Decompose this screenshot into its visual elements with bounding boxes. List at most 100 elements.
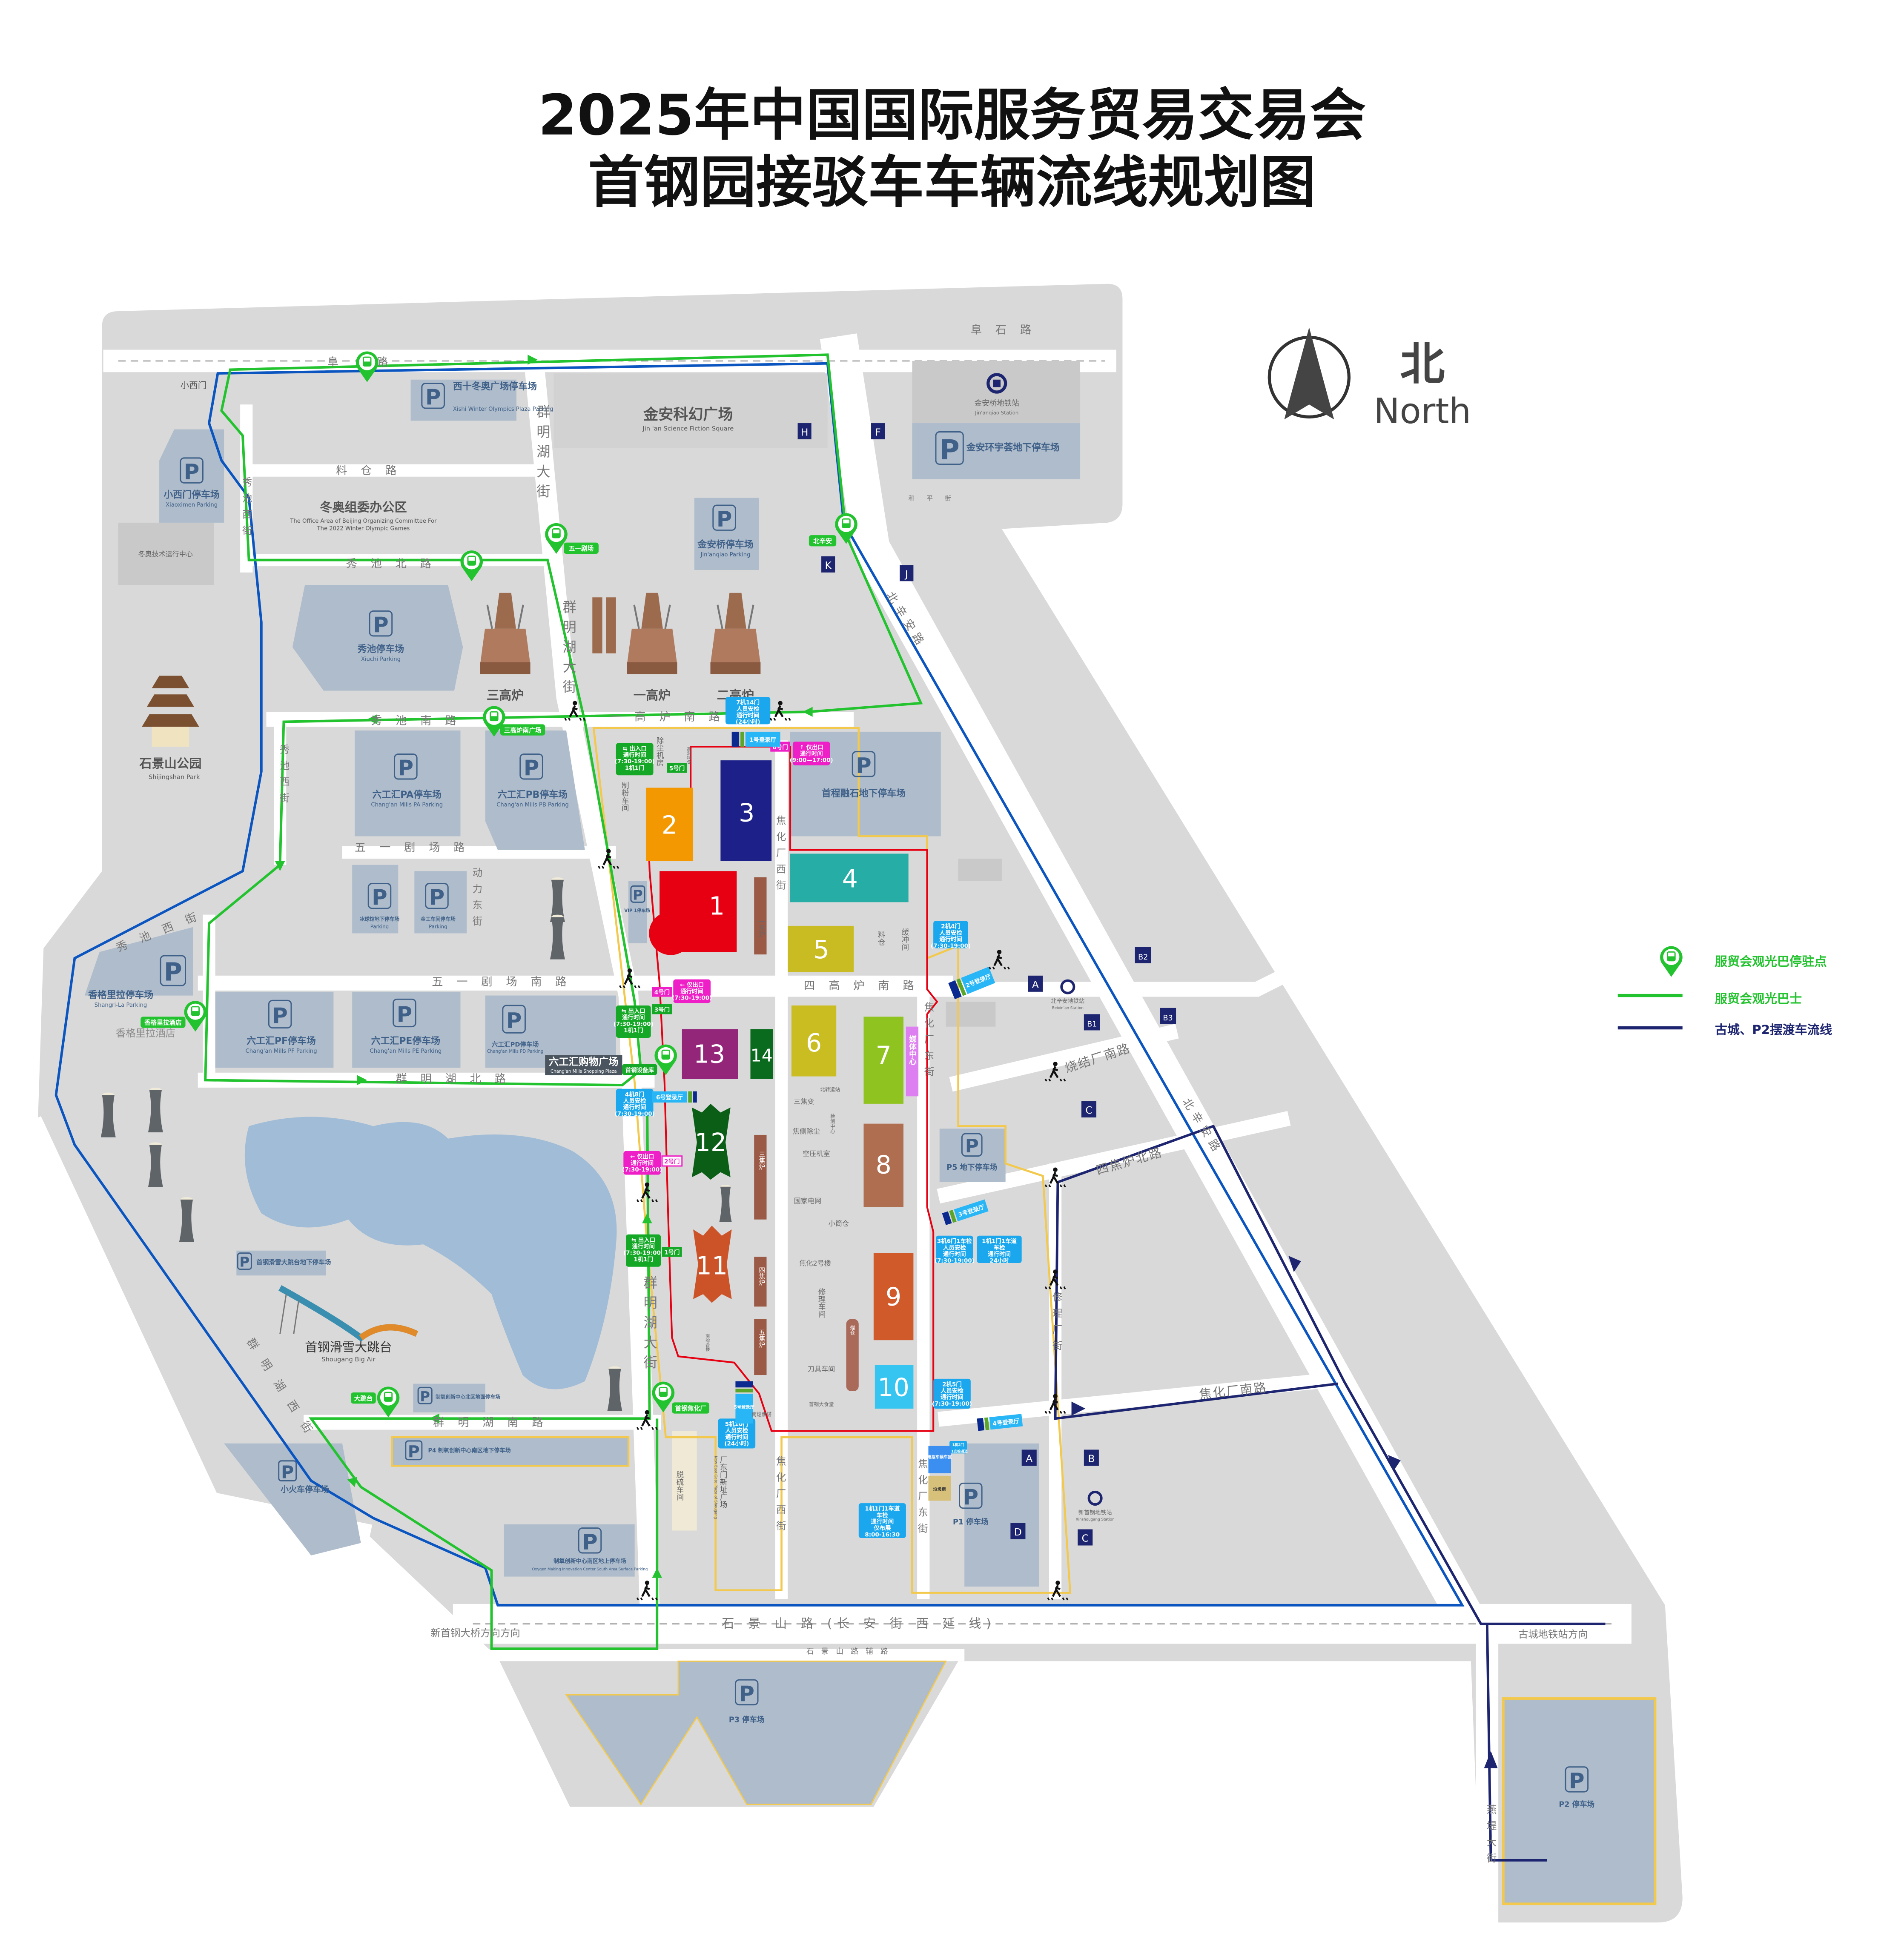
- bus-stop-label-shangrila[interactable]: 香格里拉酒店: [144, 1019, 182, 1026]
- svg-text:2: 2: [662, 811, 677, 840]
- title-line-1: 2025年中国国际服务贸易交易会: [538, 83, 1366, 148]
- svg-text:制粉车间: 制粉车间: [620, 782, 629, 812]
- svg-text:Chang'an Mills PF Parking: Chang'an Mills PF Parking: [246, 1048, 317, 1054]
- gate-line: 通行时间: [737, 712, 760, 719]
- svg-text:三焦变: 三焦变: [794, 1097, 814, 1106]
- svg-text:11: 11: [696, 1251, 728, 1280]
- gate-line: 人员安检: [943, 1244, 966, 1251]
- gate-2-5: 2机5门人员安检通行时间(7:30-19:00): [932, 1381, 972, 1407]
- hall-10: 10: [875, 1365, 914, 1409]
- svg-text:刀具车间: 刀具车间: [808, 1365, 835, 1373]
- svg-text:一高炉: 一高炉: [634, 688, 671, 702]
- svg-text:K: K: [825, 559, 832, 571]
- svg-text:P: P: [240, 1254, 250, 1270]
- svg-text:6: 6: [806, 1028, 822, 1057]
- svg-text:首钢滑雪大跳台: 首钢滑雪大跳台: [305, 1340, 392, 1355]
- svg-text:D: D: [1014, 1526, 1022, 1538]
- svg-text:脱硫车间: 脱硫车间: [675, 1471, 684, 1501]
- entrance-exit-gate: ⇆ 出入口通行时间(7:30-19:00)1机1门: [623, 1236, 663, 1263]
- svg-text:五焦炉: 五焦炉: [758, 1329, 765, 1348]
- svg-text:小西门停车场: 小西门停车场: [163, 489, 220, 500]
- svg-text:南熄焦塔: 南熄焦塔: [751, 1412, 771, 1418]
- bus-stop-label-bigair[interactable]: 大跳台: [354, 1395, 373, 1402]
- svg-text:H: H: [801, 426, 809, 438]
- svg-text:13: 13: [694, 1040, 725, 1068]
- legend-bus-route: 服贸会观光巴士: [1715, 991, 1802, 1006]
- gate-line: 2机5门: [942, 1381, 962, 1388]
- svg-text:六工汇购物广场: 六工汇购物广场: [549, 1056, 619, 1068]
- svg-text:J: J: [904, 568, 908, 580]
- compass: 北 North: [1267, 327, 1471, 432]
- gate-line: 通行时间: [623, 1104, 646, 1111]
- legend-bus-stop: 服贸会观光巴停驻点: [1715, 954, 1827, 968]
- gate-line: 1机1门: [625, 764, 645, 771]
- svg-text:1号门: 1号门: [664, 1249, 680, 1256]
- svg-text:Shougang Big Air: Shougang Big Air: [321, 1356, 375, 1363]
- green-arrows: [275, 355, 813, 1578]
- bus-stops[interactable]: 五一剧场 北辛安 三高炉南广场 香格里拉酒店 首钢焦化厂 大跳台: [141, 351, 857, 1418]
- gate-line: (7:30-19:00): [935, 1258, 975, 1264]
- gate-line: 通行时间: [941, 1394, 963, 1401]
- svg-text:和 平 街: 和 平 街: [909, 495, 956, 502]
- svg-text:B3: B3: [1163, 1014, 1173, 1023]
- svg-text:冬奥组委办公区: 冬奥组委办公区: [320, 500, 407, 515]
- svg-text:群 明 湖 北 路: 群 明 湖 北 路: [396, 1073, 510, 1086]
- svg-text:A: A: [1026, 1453, 1032, 1465]
- gate-line: ⇆ 出入口: [623, 745, 647, 752]
- gate-line: ↑ 仅出口: [800, 744, 823, 751]
- svg-text:秀池西街: 秀池西街: [241, 476, 252, 541]
- svg-text:香格里拉酒店: 香格里拉酒店: [116, 1027, 175, 1039]
- svg-text:Parking: Parking: [429, 924, 447, 930]
- svg-text:P: P: [582, 1530, 597, 1554]
- svg-text:五 一 剧 场 路: 五 一 剧 场 路: [355, 842, 470, 854]
- svg-text:P: P: [420, 1388, 430, 1404]
- svg-text:制氧创新中心北区地面停车场: 制氧创新中心北区地面停车场: [436, 1394, 500, 1400]
- svg-text:Beixin'an Station: Beixin'an Station: [1052, 1006, 1084, 1011]
- gate-line: 通行时间: [623, 751, 646, 759]
- gate-line: 人员安检: [623, 1097, 646, 1105]
- svg-text:煤仓: 煤仓: [849, 1325, 855, 1335]
- legend-shuttle-route: 古城、P2摆渡车流线: [1715, 1023, 1832, 1037]
- svg-text:C: C: [1085, 1104, 1092, 1116]
- svg-text:P: P: [272, 1003, 287, 1028]
- svg-text:Chang'an Mills PA Parking: Chang'an Mills PA Parking: [371, 802, 443, 808]
- gate-line: 24小时: [989, 1257, 1009, 1264]
- hall-11: 11: [693, 1226, 732, 1303]
- gate-line: 人员安检: [737, 705, 760, 713]
- bus-stop-label-beixinan[interactable]: 北辛安: [813, 537, 832, 545]
- svg-text:Chang'an Mills PD Parking: Chang'an Mills PD Parking: [487, 1049, 544, 1054]
- svg-text:秀 池 北 路: 秀 池 北 路: [346, 558, 436, 570]
- gate-line: 人员安检: [725, 1427, 748, 1434]
- svg-text:燕堤大街: 燕堤大街: [1485, 1804, 1497, 1869]
- gate-line: 通行时间: [680, 988, 703, 995]
- svg-text:Chang'an Mills PB Parking: Chang'an Mills PB Parking: [496, 802, 569, 808]
- pagoda: [142, 676, 199, 747]
- entrance-exit-gate: ⇆ 出入口通行时间(7:30-19:00)1机1门: [615, 745, 655, 772]
- gate-line: ← 仅出口: [630, 1153, 654, 1160]
- metro-stations: 金安桥地铁站 Jin'anqiao Station 北辛安地铁站 Beixin'…: [975, 373, 1115, 1522]
- svg-text:秀池西街: 秀池西街: [278, 744, 290, 809]
- svg-text:B2: B2: [1138, 953, 1148, 962]
- svg-text:五 一 剧 场 南 路: 五 一 剧 场 南 路: [432, 976, 571, 988]
- svg-text:9: 9: [886, 1282, 901, 1311]
- parking-p5: PP5 地下停车场: [946, 1133, 997, 1172]
- svg-text:Jin'anqiao Parking: Jin'anqiao Parking: [700, 552, 751, 558]
- svg-text:除尘机房: 除尘机房: [655, 737, 664, 767]
- bus-stop-label-jiaohuachang[interactable]: 首钢焦化厂: [675, 1404, 706, 1412]
- svg-text:3: 3: [739, 798, 754, 827]
- landmark-labels: 石景山公园 Shijingshan Park 冬奥组委办公区 The Offic…: [116, 406, 734, 1519]
- svg-text:六工汇PA停车场: 六工汇PA停车场: [373, 789, 442, 800]
- svg-text:金安环宇荟地下停车场: 金安环宇荟地下停车场: [966, 442, 1060, 453]
- exit-only-gate: ← 仅出口通行时间(7:30-19:00): [672, 981, 712, 1001]
- svg-text:P: P: [184, 460, 199, 484]
- svg-text:P: P: [429, 885, 444, 910]
- svg-text:首钢大食堂: 首钢大食堂: [809, 1401, 834, 1407]
- bus-stop-label-sangaolu[interactable]: 三高炉南广场: [504, 726, 542, 734]
- bus-stop-label-wuyi[interactable]: 五一剧场: [569, 545, 594, 553]
